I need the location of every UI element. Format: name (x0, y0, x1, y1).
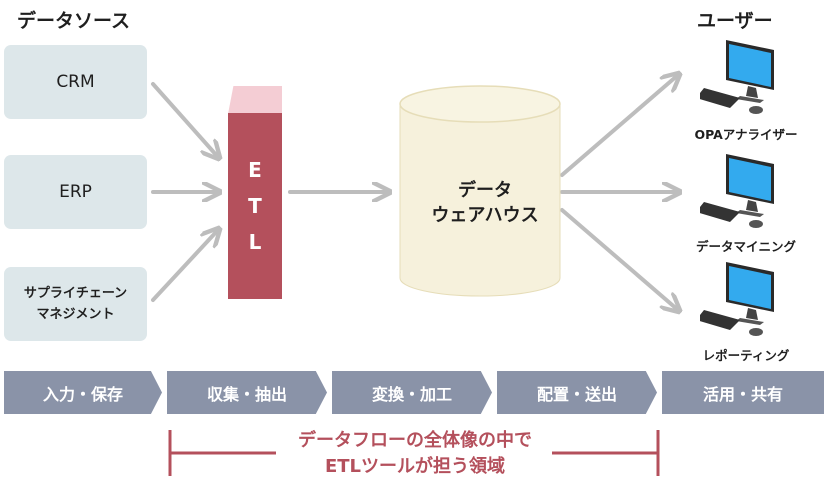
etl-scope-caption: データフローの全体像の中で ETLツールが担う領域 (170, 428, 660, 480)
step-transform-process: 変換・加工 (332, 371, 492, 414)
step-collect-extract-label: 収集・抽出 (206, 384, 287, 404)
computer-icon (700, 262, 774, 336)
etl-letter-e: E (248, 158, 262, 182)
step-load-send-label: 配置・送出 (536, 384, 617, 404)
etl-scope-caption-line1: データフローの全体像の中で (298, 430, 532, 451)
source-erp-label: ERP (59, 182, 92, 202)
computer-icon (700, 40, 774, 114)
data-sources-heading: データソース (17, 10, 131, 32)
user-opa-analyzer-label: OPAアナライザー (694, 127, 798, 142)
source-supply-chain: サプライチェーン マネジメント (4, 267, 147, 341)
etl-letter-t: T (248, 194, 262, 218)
source-supply-chain-line1: サプライチェーン (23, 286, 128, 301)
etl-top-face (228, 86, 282, 114)
step-input-store-label: 入力・保存 (42, 384, 123, 404)
arrow-dw-reporting (560, 208, 678, 310)
warehouse-label: データ ウェアハウス (380, 178, 590, 228)
step-input-store: 入力・保存 (4, 371, 162, 414)
warehouse-label-line1: データ (458, 180, 512, 201)
user-data-mining-label: データマイニング (695, 239, 796, 254)
etl-block: E T L (228, 113, 282, 299)
arrow-scm-etl (151, 230, 218, 302)
step-transform-process-label: 変換・加工 (371, 384, 452, 404)
arrow-crm-etl (151, 82, 218, 157)
etl-scope-caption-line2: ETLツールが担う領域 (324, 456, 506, 477)
computer-icon (700, 154, 774, 228)
source-supply-chain-line2: マネジメント (36, 307, 115, 322)
warehouse-label-line2: ウェアハウス (431, 205, 539, 226)
etl-letter-l: L (248, 230, 262, 254)
step-use-share: 活用・共有 (662, 371, 824, 414)
source-crm-label: CRM (56, 72, 95, 92)
users-heading: ユーザー (697, 10, 773, 32)
warehouse-cylinder (399, 85, 561, 297)
arrow-dw-opa (560, 75, 678, 177)
scope-bracket (168, 430, 660, 476)
source-crm: CRM (4, 45, 147, 119)
step-load-send: 配置・送出 (497, 371, 657, 414)
user-reporting-label: レポーティング (702, 348, 790, 363)
step-collect-extract: 収集・抽出 (167, 371, 327, 414)
step-use-share-label: 活用・共有 (702, 384, 783, 404)
source-erp: ERP (4, 155, 147, 229)
